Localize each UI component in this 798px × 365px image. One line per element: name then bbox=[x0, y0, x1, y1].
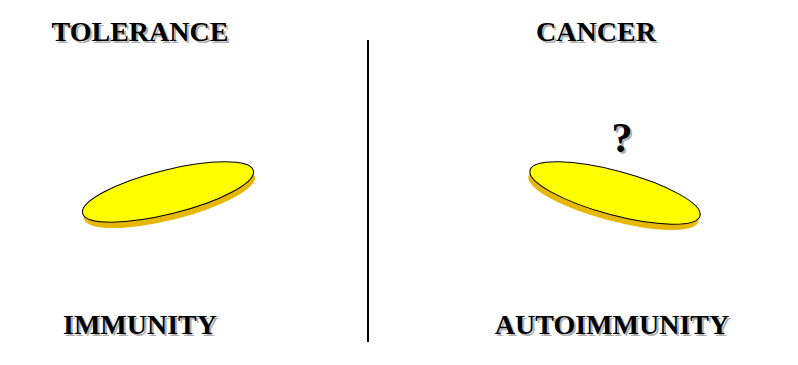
balance-disc bbox=[77, 149, 260, 240]
label-text: CANCER bbox=[536, 18, 656, 46]
label-text: AUTOIMMUNITY bbox=[495, 311, 729, 339]
label-text: IMMUNITY bbox=[63, 311, 217, 339]
divider-line bbox=[367, 40, 369, 342]
question-mark: ? bbox=[612, 117, 633, 159]
balance-disc bbox=[523, 149, 706, 243]
disc-top bbox=[77, 149, 258, 234]
label-text: TOLERANCE bbox=[52, 18, 229, 46]
disc-top bbox=[524, 149, 705, 237]
